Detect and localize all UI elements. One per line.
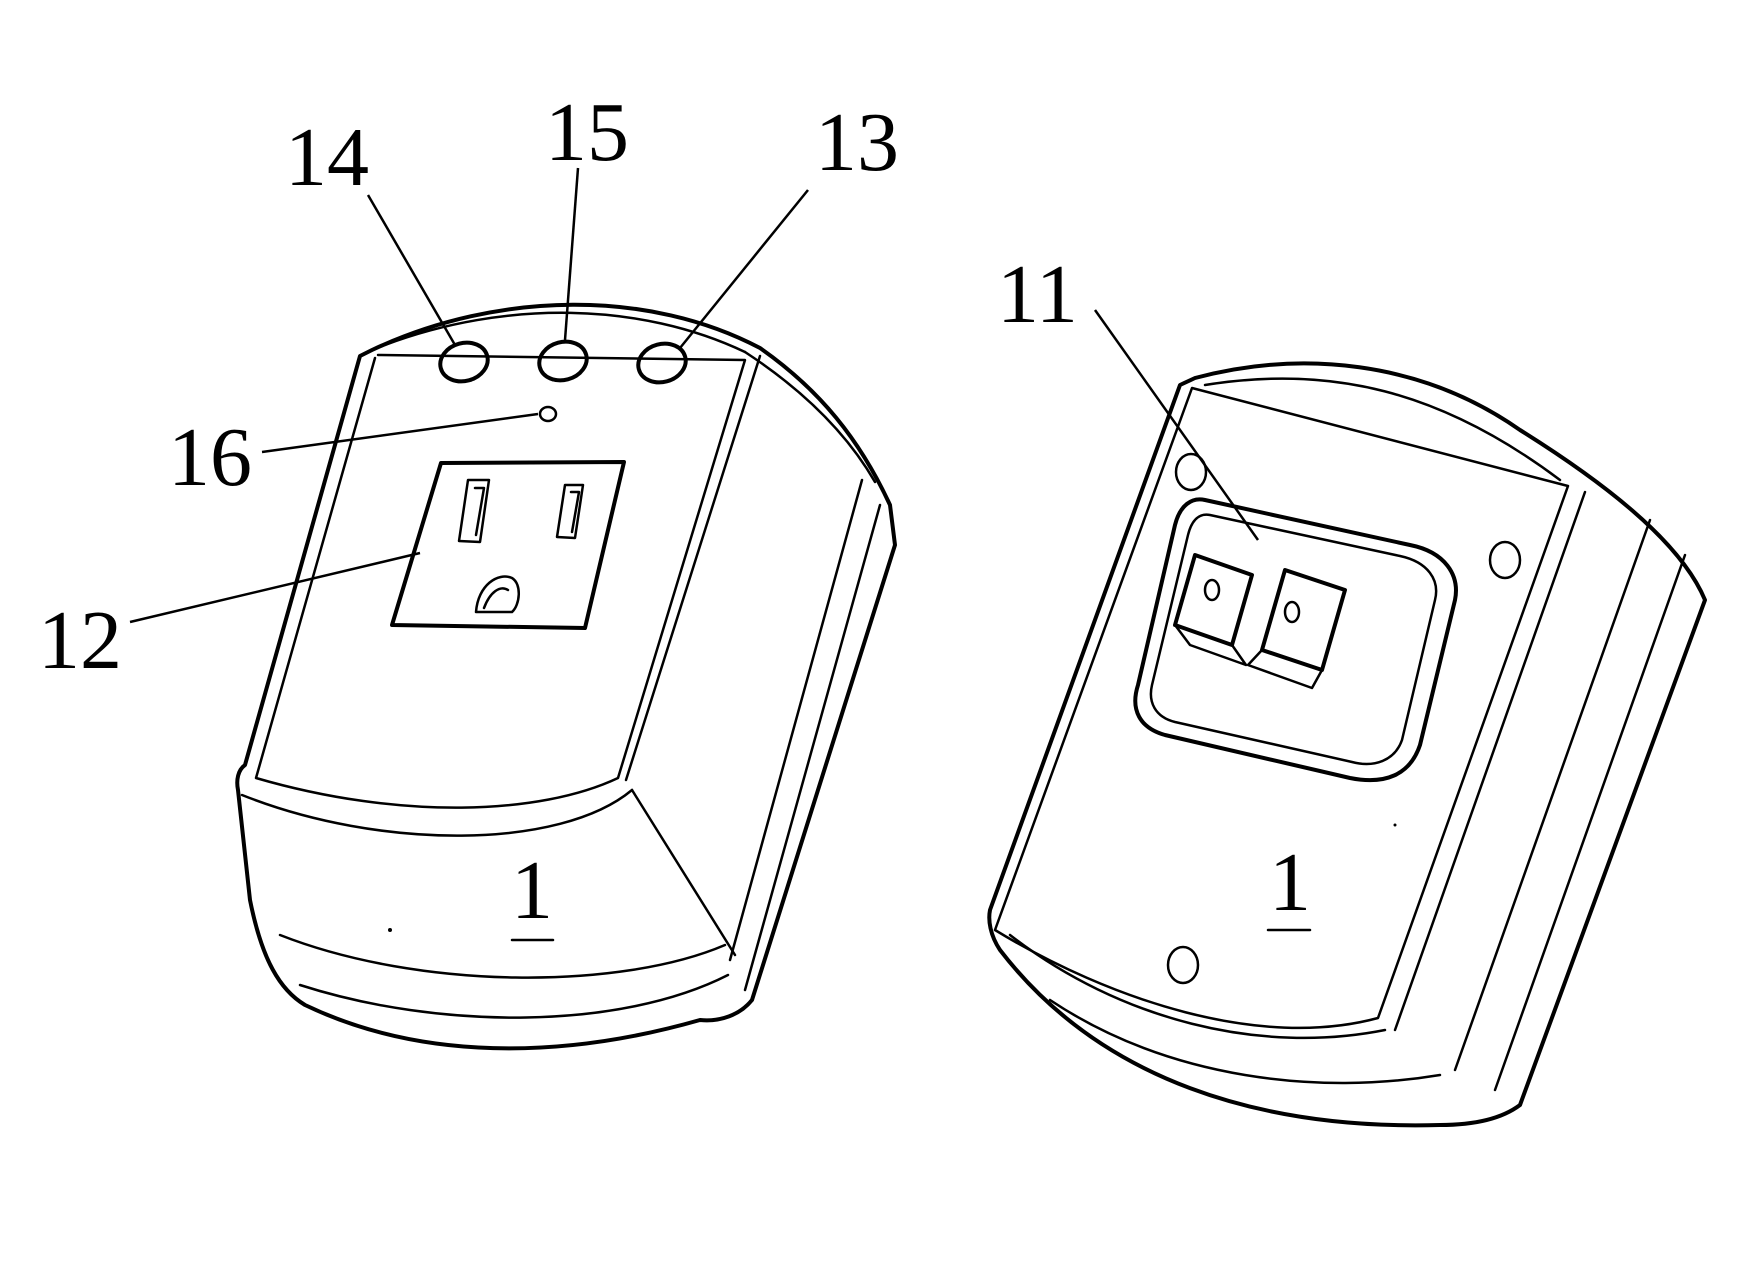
back-housing-outline — [989, 363, 1705, 1125]
front-side-edge-2 — [730, 480, 862, 960]
leader-13 — [680, 190, 808, 348]
front-top-inner — [745, 352, 875, 482]
plug-recess-inner — [1151, 515, 1436, 764]
led-15-hole — [535, 336, 591, 385]
plug-prong-left-hole — [1205, 580, 1219, 600]
ref-11: 11 — [997, 248, 1078, 341]
screw-hole-bottom — [1168, 947, 1198, 983]
front-side-edge-1 — [626, 356, 760, 780]
back-device — [989, 363, 1705, 1125]
ref-16: 16 — [168, 411, 252, 504]
plug-prong-right-hole — [1285, 602, 1299, 622]
ref-14: 14 — [285, 111, 369, 204]
front-housing-outline — [237, 305, 895, 1049]
led-14-hole — [436, 337, 492, 386]
reference-numerals: 14 15 13 16 12 11 — [38, 86, 1078, 687]
leader-11 — [1095, 310, 1258, 540]
front-face — [256, 355, 745, 808]
reset-hole-16 — [540, 407, 556, 421]
body-label-back: 1 — [1269, 836, 1311, 929]
ref-15: 15 — [545, 86, 629, 179]
leader-16 — [262, 414, 538, 452]
leader-14 — [368, 195, 455, 345]
front-lower-band-2 — [632, 790, 735, 955]
front-device — [237, 305, 895, 1049]
back-lower-band-2 — [1050, 1000, 1440, 1083]
front-lower-band-1 — [242, 790, 632, 836]
back-side-edge-3 — [1495, 555, 1685, 1090]
leader-12 — [130, 553, 420, 622]
back-side-edge-1 — [1395, 492, 1585, 1030]
back-face — [995, 388, 1568, 1028]
leader-lines — [130, 168, 1258, 622]
body-labels: 1 1 — [511, 836, 1311, 940]
plug-prong-right — [1262, 570, 1345, 670]
screw-hole-right — [1490, 542, 1520, 578]
socket-ground-hole — [476, 577, 519, 612]
ref-13: 13 — [815, 96, 899, 189]
front-lower-band-3 — [280, 935, 725, 978]
stray-dot — [1394, 824, 1397, 827]
back-top-band — [1205, 379, 1560, 480]
socket-plate — [392, 462, 624, 628]
front-side-edge-3 — [745, 505, 880, 990]
body-label-front: 1 — [511, 844, 553, 937]
front-lower-band-4 — [300, 975, 728, 1018]
plug-recess-outer — [1135, 499, 1456, 780]
back-side-edge-2 — [1455, 520, 1650, 1070]
socket-ground-inner — [484, 588, 508, 608]
stray-dot — [388, 928, 392, 932]
ref-12: 12 — [38, 594, 122, 687]
back-lower-band-1 — [1010, 935, 1385, 1038]
